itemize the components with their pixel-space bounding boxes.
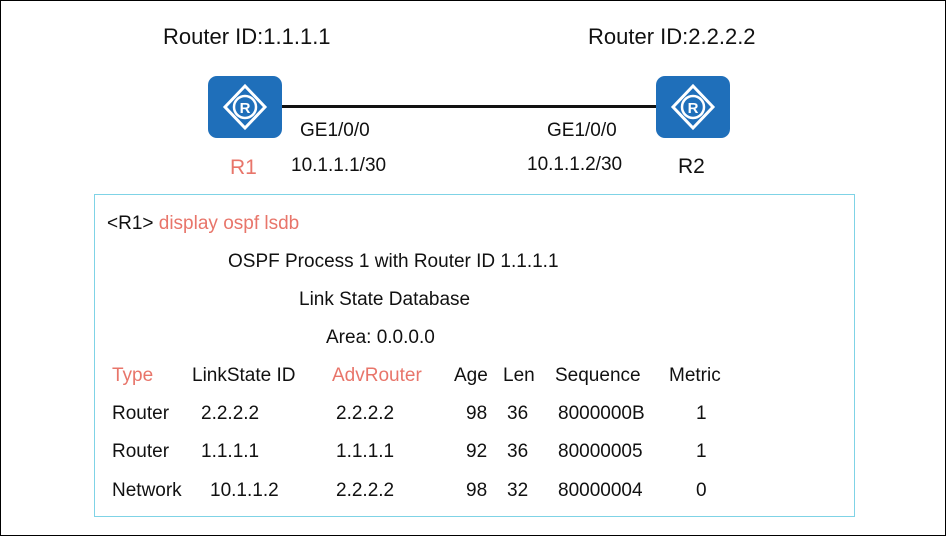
cli-prompt: <R1>	[107, 213, 154, 234]
db-title: Link State Database	[299, 289, 471, 310]
lsa-age: 98	[466, 403, 488, 424]
lsa-metric: 0	[696, 480, 707, 501]
lsa-len: 36	[507, 441, 529, 462]
lsa-linkstate-id: 10.1.1.2	[210, 480, 279, 501]
process-line: OSPF Process 1 with Router ID 1.1.1.1	[228, 251, 559, 272]
r1-router-id: Router ID:1.1.1.1	[163, 24, 331, 49]
lsa-linkstate-id: 1.1.1.1	[201, 441, 260, 462]
lsa-advrouter: 2.2.2.2	[336, 403, 395, 424]
lsa-metric: 1	[696, 403, 707, 424]
svg-text:R: R	[688, 100, 699, 117]
lsa-type: Router	[112, 403, 170, 424]
col-header-age: Age	[454, 365, 488, 386]
r1-label: R1	[230, 156, 257, 179]
r2-router-id: Router ID:2.2.2.2	[588, 24, 756, 49]
r2-ip: 10.1.1.2/30	[527, 154, 623, 175]
r1-router-icon: R	[208, 76, 282, 138]
lsa-type: Network	[112, 480, 182, 501]
lsa-advrouter: 1.1.1.1	[336, 441, 395, 462]
lsa-len: 32	[507, 480, 529, 501]
lsa-age: 98	[466, 480, 488, 501]
ge-link	[282, 105, 656, 108]
svg-text:R: R	[240, 100, 251, 117]
r2-interface: GE1/0/0	[547, 120, 617, 141]
col-header-metric: Metric	[669, 365, 721, 386]
lsa-metric: 1	[696, 441, 707, 462]
lsa-linkstate-id: 2.2.2.2	[201, 403, 260, 424]
r2-label: R2	[678, 155, 705, 178]
command-line: <R1> display ospf lsdb	[107, 213, 299, 235]
r1-interface: GE1/0/0	[300, 120, 370, 141]
area-line: Area: 0.0.0.0	[326, 327, 435, 348]
lsdb-output-box	[94, 194, 855, 517]
lsa-type: Router	[112, 441, 170, 462]
col-header-sequence: Sequence	[555, 365, 641, 386]
col-header-linkstate-id: LinkState ID	[192, 365, 296, 386]
lsa-advrouter: 2.2.2.2	[336, 480, 395, 501]
lsa-len: 36	[507, 403, 529, 424]
r1-ip: 10.1.1.1/30	[291, 155, 387, 176]
r2-router-icon: R	[656, 76, 730, 138]
col-header-advrouter: AdvRouter	[332, 365, 422, 386]
col-header-len: Len	[503, 365, 535, 386]
cli-command: display ospf lsdb	[158, 213, 300, 234]
col-header-type: Type	[112, 365, 154, 386]
lsa-sequence: 80000004	[558, 480, 643, 501]
lsa-sequence: 80000005	[558, 441, 643, 462]
lsa-sequence: 8000000B	[558, 403, 645, 424]
lsa-age: 92	[466, 441, 488, 462]
